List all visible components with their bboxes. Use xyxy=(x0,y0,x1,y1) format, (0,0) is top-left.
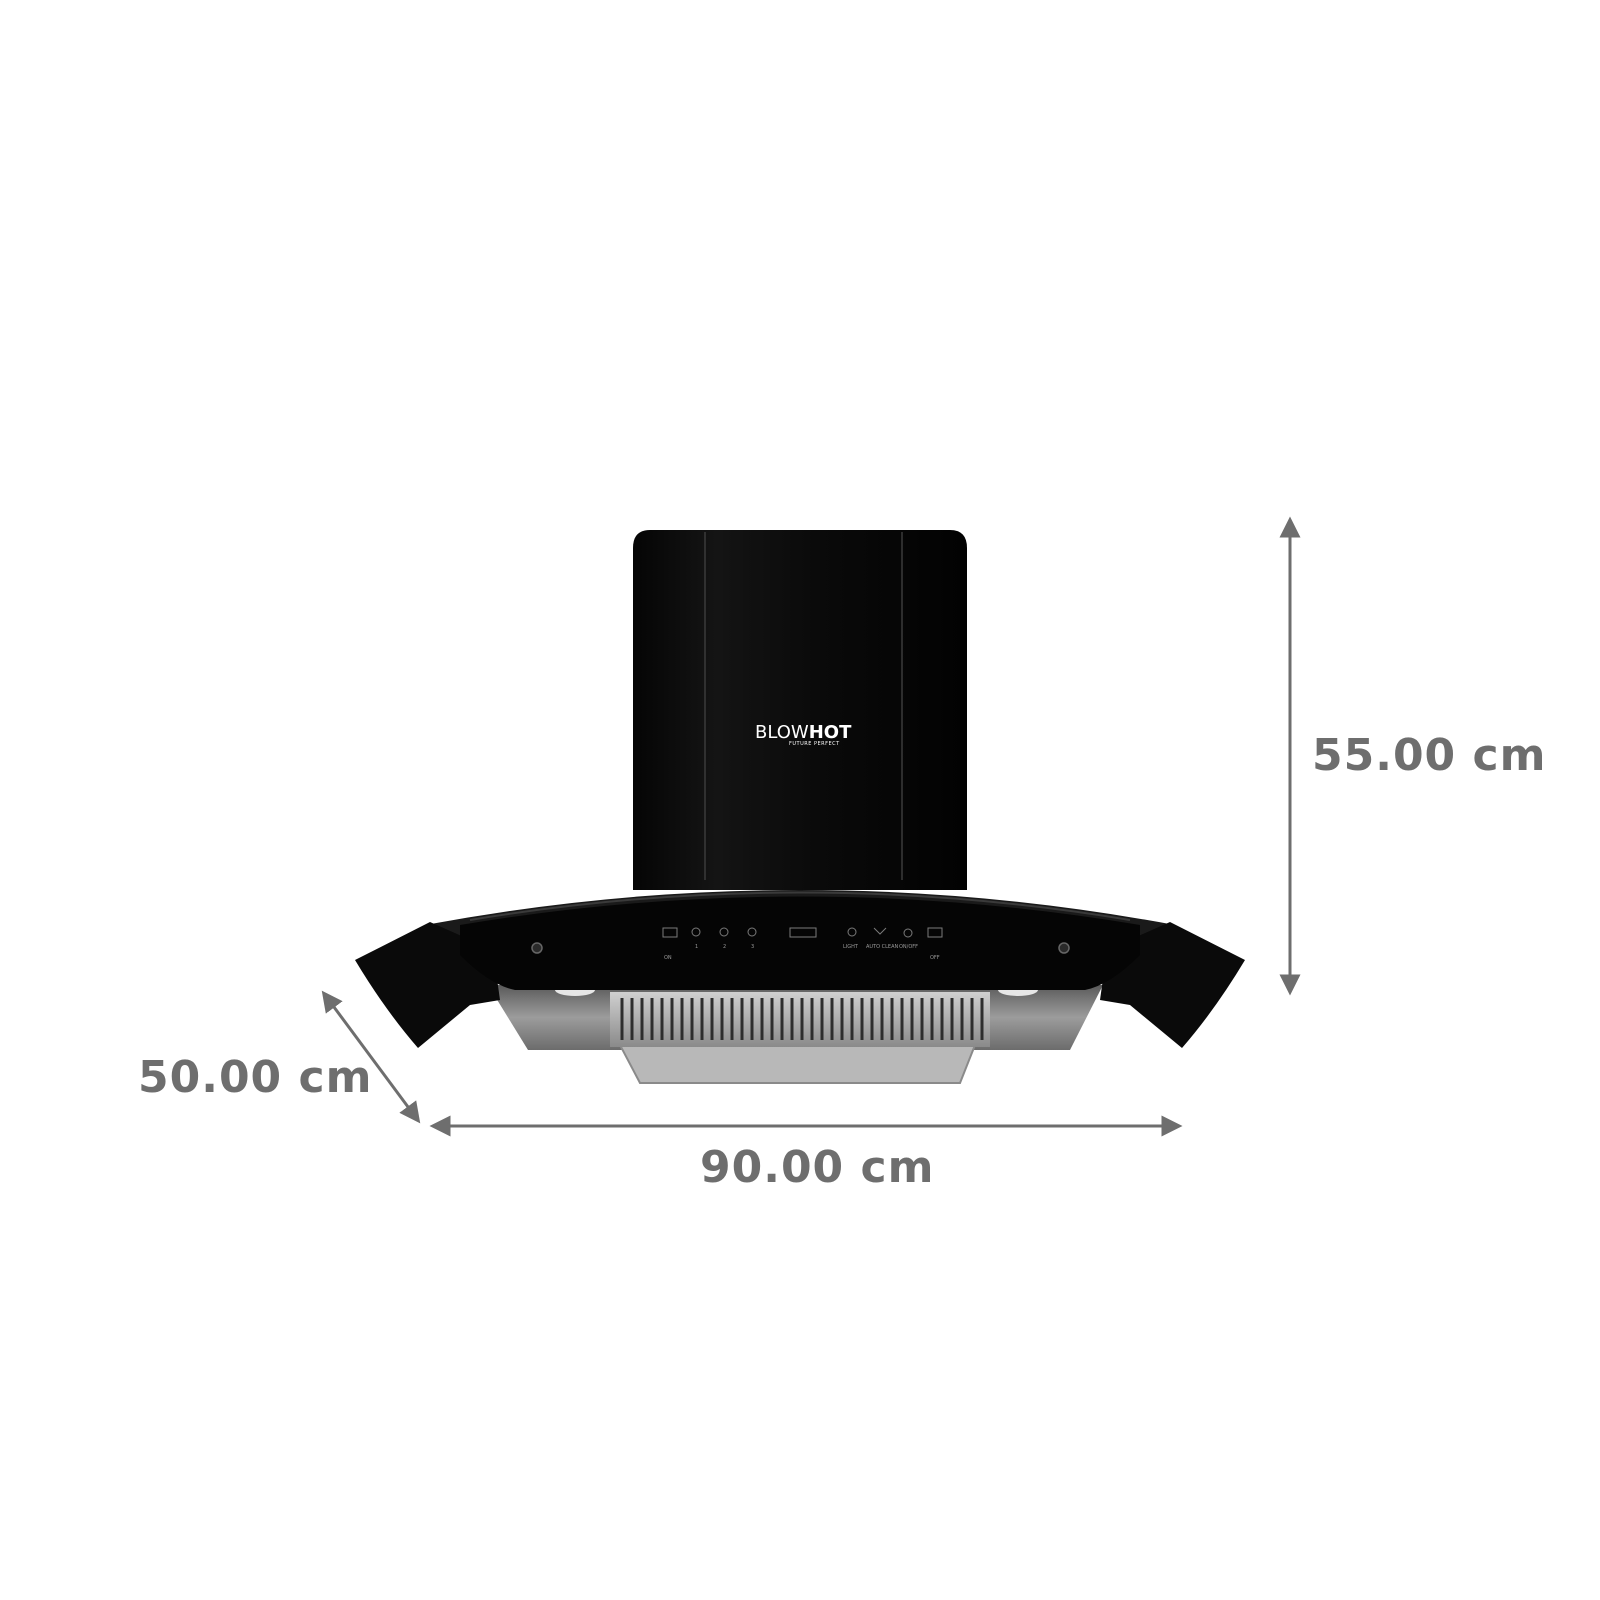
depth-arrow xyxy=(321,990,421,1124)
brand-tagline: FUTURE PERFECT xyxy=(789,741,840,747)
brand-name-bold: HOT xyxy=(808,722,852,743)
light-label: LIGHT xyxy=(843,944,858,950)
brand-name-light: BLOW xyxy=(755,722,809,743)
fan-speed-1-icon xyxy=(691,927,701,937)
control-panel xyxy=(662,927,943,938)
light-icon xyxy=(847,927,857,937)
on-label: ON xyxy=(664,955,672,961)
power-icon xyxy=(903,928,913,938)
width-dimension-label: 90.00 cm xyxy=(700,1142,935,1193)
on-indicator xyxy=(662,927,678,938)
off-indicator xyxy=(927,927,943,938)
speed-2-label: 2 xyxy=(723,944,727,950)
display-icon xyxy=(789,927,817,938)
height-dimension-label: 55.00 cm xyxy=(1312,730,1547,781)
depth-dimension-label: 50.00 cm xyxy=(138,1052,373,1103)
brand-logo: BLOWHOT FUTURE PERFECT xyxy=(755,722,875,747)
speed-1-label: 1 xyxy=(695,944,699,950)
chimney xyxy=(633,530,967,890)
steel-base xyxy=(488,984,1103,1084)
auto-clean-label: AUTO CLEAN xyxy=(866,944,899,950)
auto-clean-icon xyxy=(873,927,887,935)
onoff-label: ON/OFF xyxy=(899,944,919,950)
off-label: OFF xyxy=(930,955,940,961)
fan-speed-2-icon xyxy=(719,927,729,937)
fan-speed-3-icon xyxy=(747,927,757,937)
speed-3-label: 3 xyxy=(751,944,755,950)
